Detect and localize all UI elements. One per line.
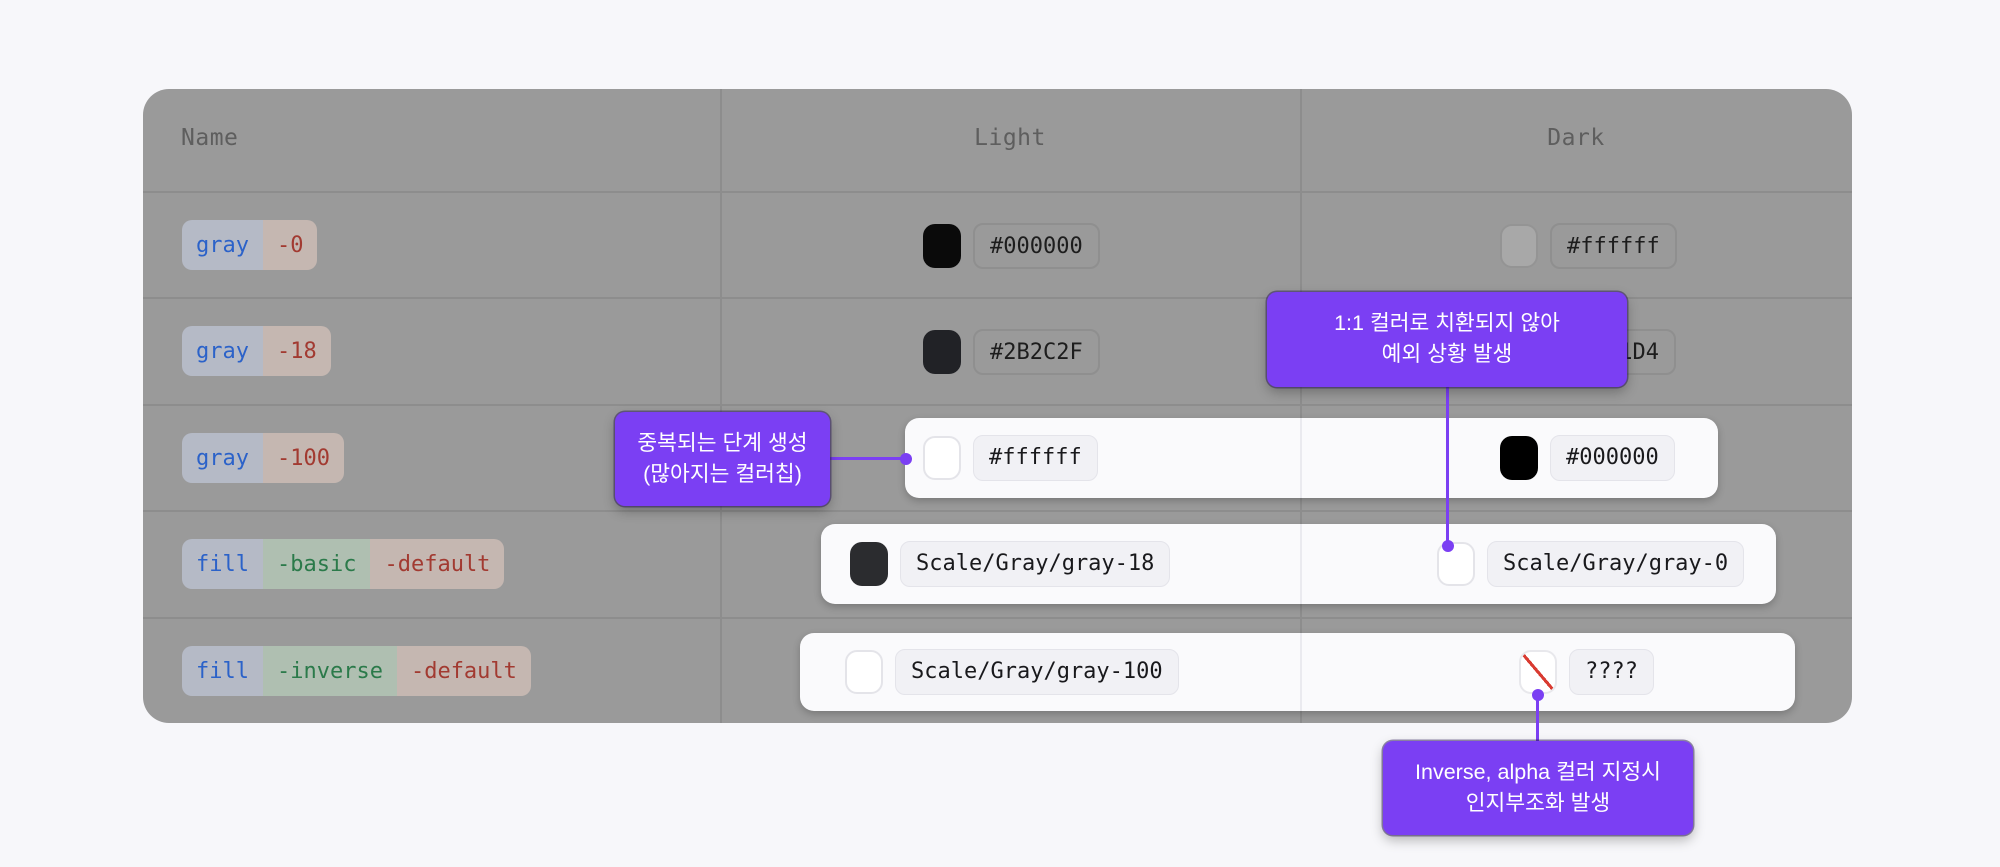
connector-line-tooltip-1 <box>1446 387 1449 545</box>
token-segment: gray <box>182 220 263 270</box>
row-5-dark-value: ???? <box>1519 649 1654 695</box>
row-1-light-value: #000000 <box>923 223 1100 269</box>
card-column-divider <box>1300 633 1302 711</box>
column-header-name: Name <box>181 125 239 151</box>
annotation-tooltip-duplicate-steps: 중복되는 단계 생성 (많아지는 컬러칩) <box>615 412 830 506</box>
tooltip-line: 인지부조화 발생 <box>1465 791 1611 815</box>
row-4-light-value: Scale/Gray/gray-18 <box>850 541 1171 587</box>
color-swatch-gray-18 <box>923 330 961 374</box>
color-swatch-black <box>1500 436 1538 480</box>
annotation-tooltip-color-mismatch: 1:1 컬러로 치환되지 않아 예외 상황 발생 <box>1267 292 1627 387</box>
token-segment: -0 <box>262 220 318 270</box>
color-swatch-white <box>845 650 883 694</box>
highlight-card-gray-100: #ffffff #000000 <box>905 418 1718 498</box>
token-segment: -basic <box>262 539 371 589</box>
color-swatch-black <box>923 224 961 268</box>
row-3-light-value: #ffffff <box>923 435 1098 481</box>
row-divider <box>143 617 1852 619</box>
connector-dot-tooltip-1 <box>1442 540 1454 552</box>
tooltip-line: (많아지는 컬러칩) <box>643 462 802 486</box>
row-3-dark-value: #000000 <box>1500 435 1675 481</box>
token-segment: -100 <box>262 433 344 483</box>
column-divider-name-light <box>720 89 722 723</box>
unknown-value-pill: ???? <box>1569 649 1654 695</box>
row-divider <box>143 297 1852 299</box>
hex-value-pill: #000000 <box>973 223 1100 269</box>
tooltip-line: 중복되는 단계 생성 <box>637 431 808 455</box>
token-chip-gray-100: gray -100 <box>182 433 344 483</box>
hex-value-pill: #ffffff <box>1550 223 1677 269</box>
hex-value-pill: #000000 <box>1550 435 1675 481</box>
token-segment: -inverse <box>262 646 397 696</box>
tooltip-line: Inverse, alpha 컬러 지정시 <box>1415 760 1661 784</box>
highlight-card-fill-inverse-default: Scale/Gray/gray-100 ???? <box>800 633 1795 711</box>
token-ref-pill: Scale/Gray/gray-18 <box>900 541 1171 587</box>
tooltip-line: 예외 상황 발생 <box>1381 342 1513 366</box>
no-color-slash-swatch <box>1519 650 1557 694</box>
token-segment: -default <box>396 646 531 696</box>
token-segment: gray <box>182 433 263 483</box>
highlight-card-fill-basic-default: Scale/Gray/gray-18 Scale/Gray/gray-0 <box>821 524 1776 604</box>
hex-value-pill: #2B2C2F <box>973 329 1100 375</box>
token-segment: -18 <box>262 326 331 376</box>
token-segment: -default <box>370 539 505 589</box>
row-1-dark-value: #ffffff <box>1500 223 1677 269</box>
connector-line-tooltip-2 <box>830 457 906 460</box>
token-ref-pill: Scale/Gray/gray-0 <box>1487 541 1745 587</box>
token-ref-pill: Scale/Gray/gray-100 <box>895 649 1179 695</box>
hex-value-pill: #ffffff <box>973 435 1098 481</box>
token-segment: gray <box>182 326 263 376</box>
token-segment: fill <box>182 539 263 589</box>
token-chip-gray-0: gray -0 <box>182 220 318 270</box>
token-chip-gray-18: gray -18 <box>182 326 331 376</box>
token-chip-fill-basic-default: fill -basic -default <box>182 539 505 589</box>
annotation-tooltip-inverse-alpha: Inverse, alpha 컬러 지정시 인지부조화 발생 <box>1383 741 1693 835</box>
row-divider <box>143 404 1852 406</box>
connector-line-tooltip-3 <box>1536 695 1539 742</box>
token-segment: fill <box>182 646 263 696</box>
connector-dot-tooltip-3 <box>1532 689 1544 701</box>
column-header-light: Light <box>974 125 1046 151</box>
color-swatch-white <box>923 436 961 480</box>
color-swatch-gray-18 <box>850 542 888 586</box>
token-chip-fill-inverse-default: fill -inverse -default <box>182 646 531 696</box>
card-column-divider <box>1300 524 1302 604</box>
row-4-dark-value: Scale/Gray/gray-0 <box>1437 541 1745 587</box>
column-header-dark: Dark <box>1547 125 1605 151</box>
card-column-divider <box>1300 418 1302 498</box>
row-2-light-value: #2B2C2F <box>923 329 1100 375</box>
row-divider <box>143 510 1852 512</box>
column-divider-light-dark <box>1300 89 1302 723</box>
tooltip-line: 1:1 컬러로 치환되지 않아 <box>1334 311 1560 335</box>
connector-dot-tooltip-2 <box>900 453 912 465</box>
color-swatch-white <box>1500 224 1538 268</box>
token-table: Name Light Dark gray -0 gray -18 gray -1… <box>143 89 1852 723</box>
header-divider <box>143 191 1852 193</box>
row-5-light-value: Scale/Gray/gray-100 <box>845 649 1179 695</box>
